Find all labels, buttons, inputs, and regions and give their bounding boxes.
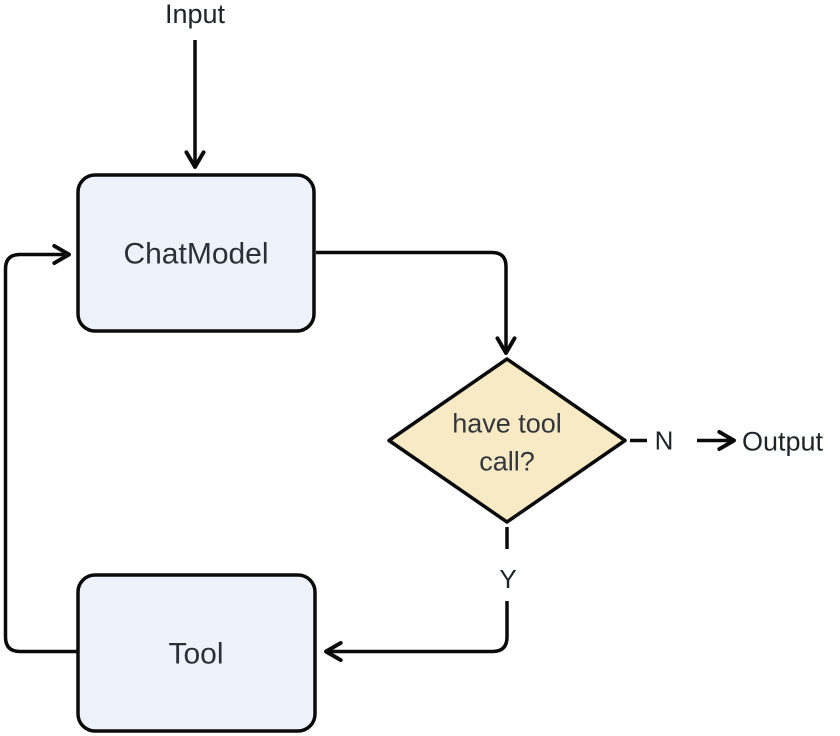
edge-chatmodel-to-decision [316, 250, 517, 355]
node-tool-label: Tool [168, 638, 223, 671]
edge-decision-to-tool-arrow [324, 601, 509, 663]
node-decision [387, 357, 627, 524]
node-chatmodel [76, 173, 316, 333]
node-decision-label-line2: call? [479, 447, 535, 477]
edge-tool-to-chatmodel [3, 243, 78, 654]
output-label: Output [742, 427, 824, 457]
edge-label-yes: Y [499, 564, 516, 594]
node-decision-label-line1: have tool [452, 409, 562, 439]
node-chatmodel-label: ChatModel [123, 238, 268, 271]
input-label: Input [165, 0, 226, 29]
edge-label-no: N [655, 426, 674, 456]
